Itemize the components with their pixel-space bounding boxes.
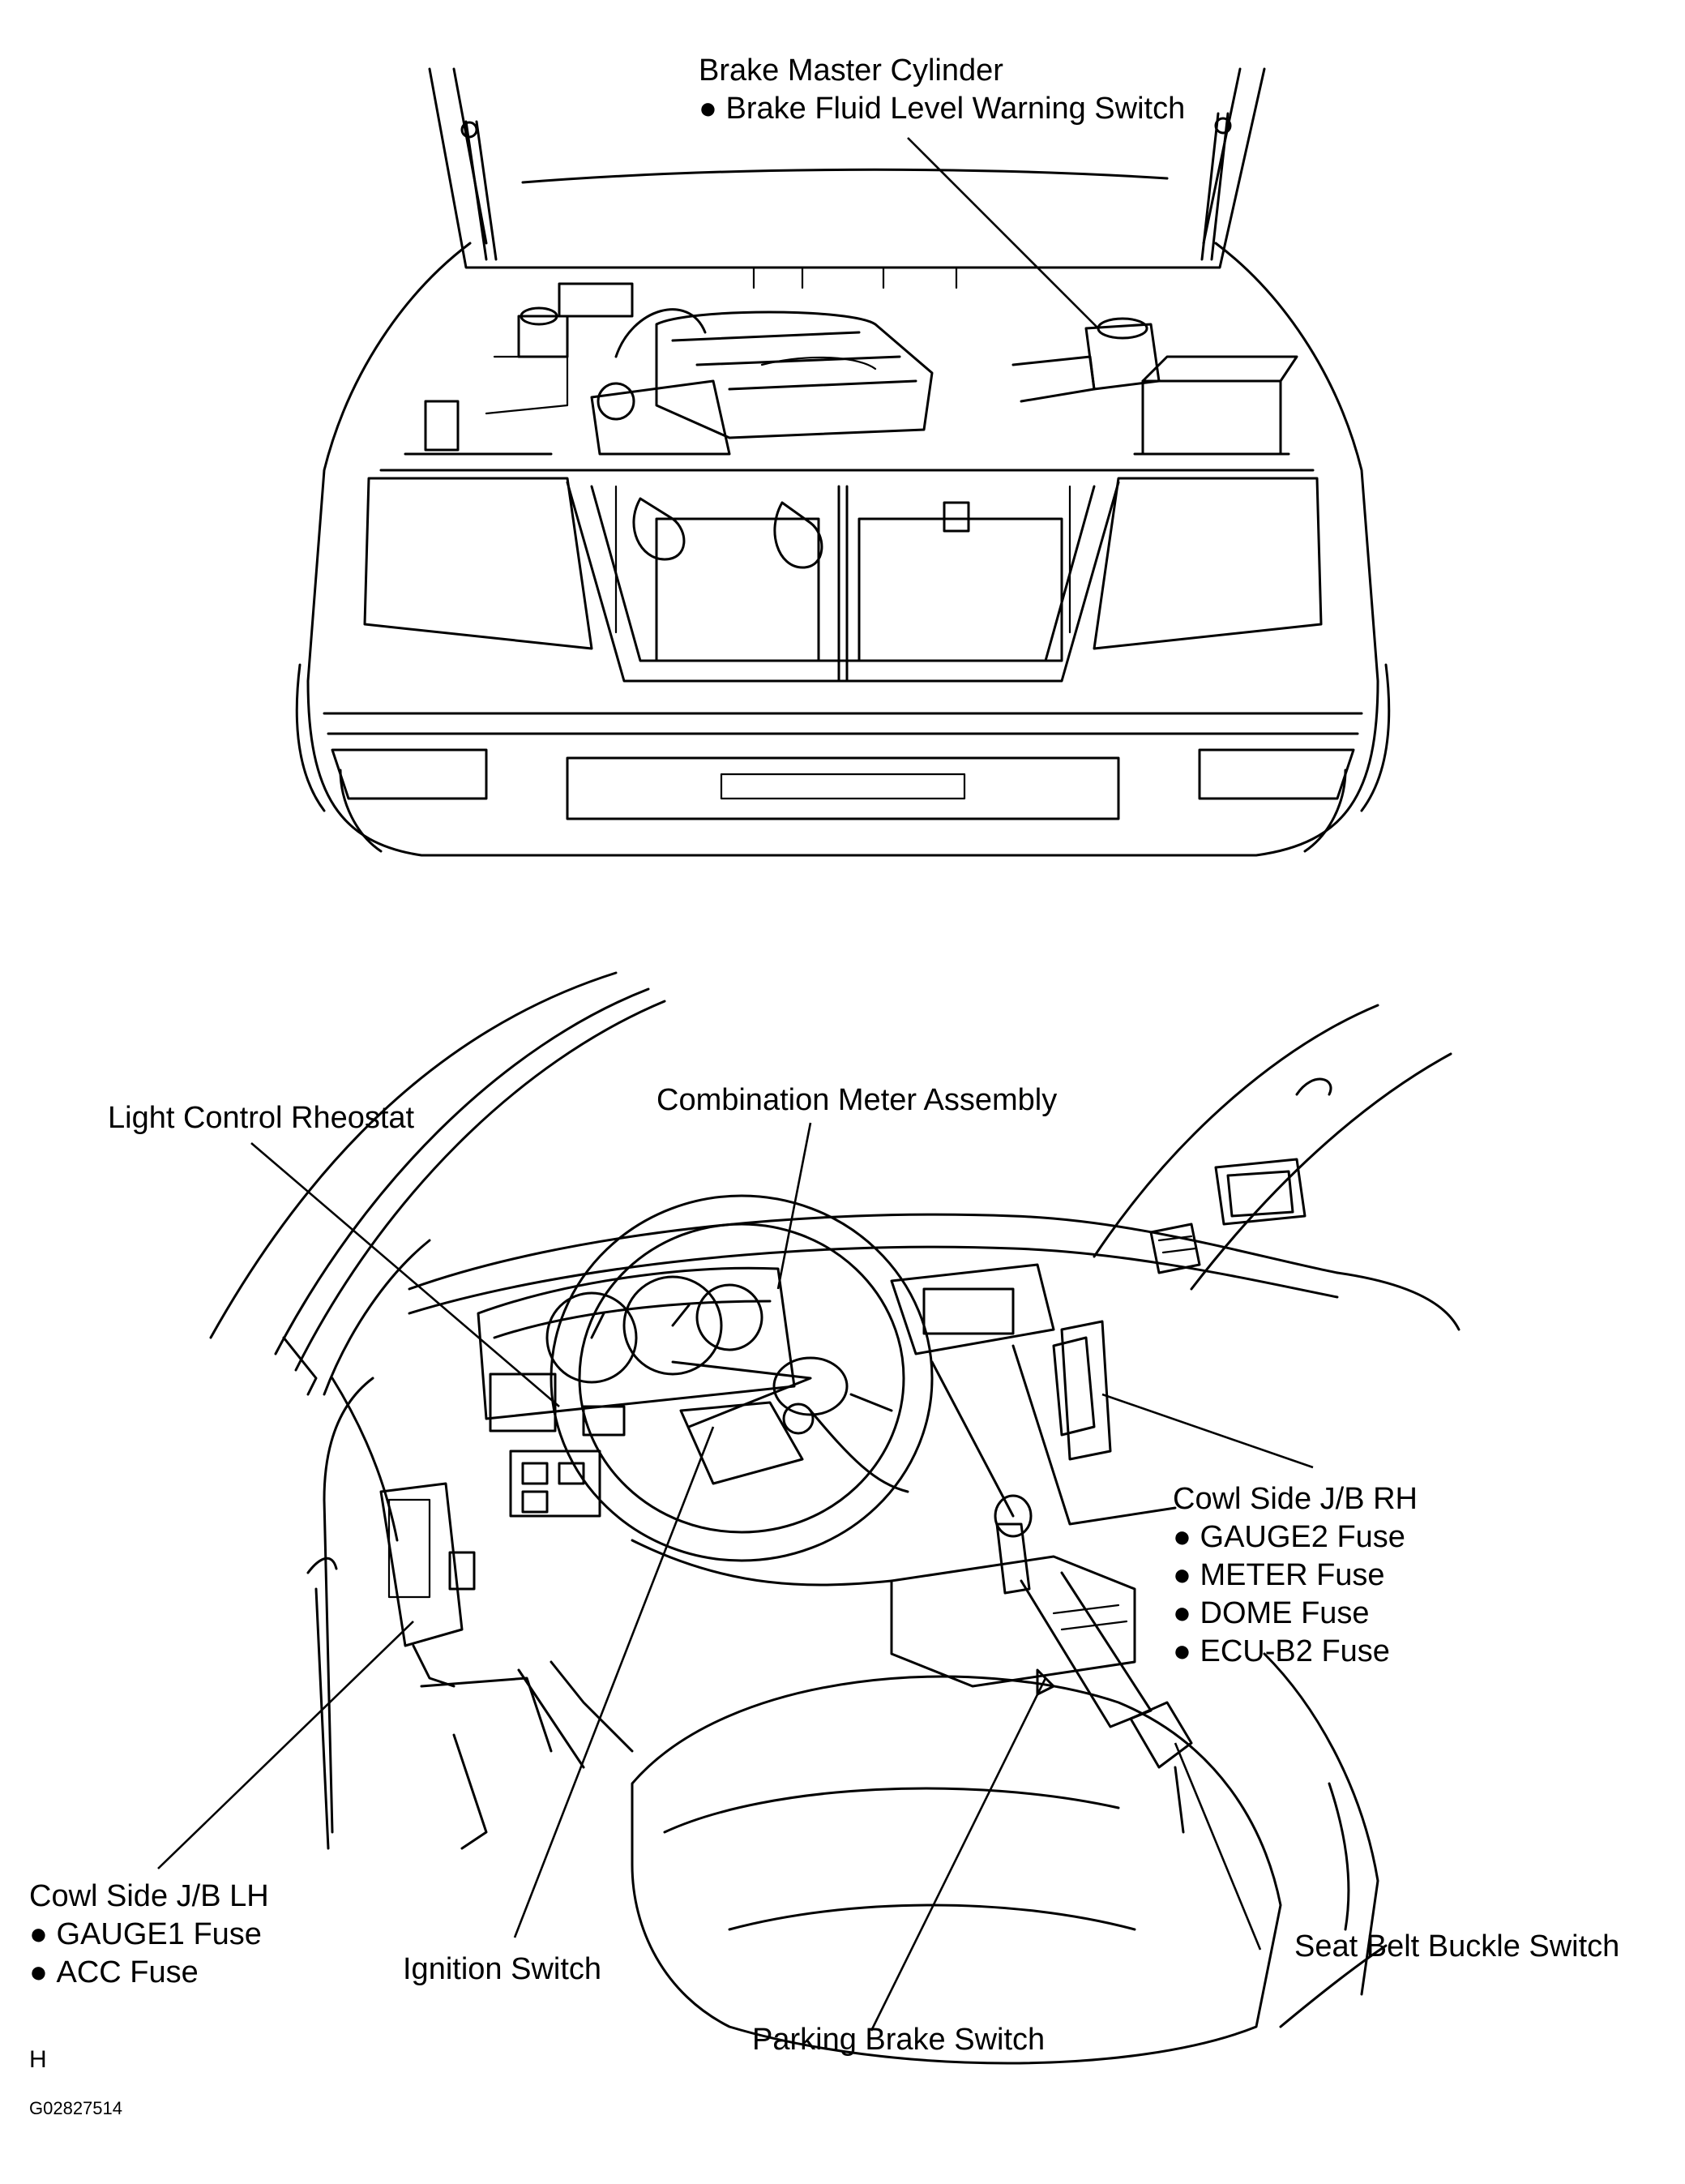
label-brake-master-cylinder: Brake Master Cylinder Brake Fluid Level …	[699, 52, 1185, 128]
label-dome-fuse: DOME Fuse	[1173, 1595, 1418, 1633]
leader-seat-belt	[1174, 1742, 1262, 1951]
label-brake-master-title: Brake Master Cylinder	[699, 54, 1003, 88]
label-cowl-lh-title: Cowl Side J/B LH	[29, 1879, 269, 1913]
label-brake-fluid-switch: Brake Fluid Level Warning Switch	[699, 90, 1186, 128]
label-parking-brake-switch: Parking Brake Switch	[752, 2023, 1046, 2057]
label-cowl-side-jb-lh: Cowl Side J/B LH GAUGE1 Fuse ACC Fuse	[29, 1878, 269, 1992]
leader-lines	[157, 137, 1314, 2032]
footer-letter: H	[29, 2046, 47, 2073]
label-ignition-switch: Ignition Switch	[403, 1952, 602, 1986]
leader-combination-meter	[776, 1122, 812, 1290]
label-combination-meter-assembly: Combination Meter Assembly	[656, 1083, 1058, 1117]
leader-cowl-rh	[1101, 1393, 1314, 1469]
label-gauge2-fuse: GAUGE2 Fuse	[1173, 1518, 1418, 1557]
leader-light-control	[250, 1142, 560, 1407]
label-light-control-rheostat: Light Control Rheostat	[108, 1101, 415, 1135]
label-cowl-rh-title: Cowl Side J/B RH	[1173, 1482, 1418, 1516]
label-acc-fuse: ACC Fuse	[29, 1954, 269, 1992]
label-seat-belt-buckle-switch: Seat Belt Buckle Switch	[1294, 1929, 1620, 1963]
leader-cowl-lh	[157, 1621, 414, 1869]
label-gauge1-fuse: GAUGE1 Fuse	[29, 1916, 269, 1954]
engine-compartment-drawing	[295, 67, 1391, 857]
label-meter-fuse: METER Fuse	[1173, 1557, 1418, 1595]
label-cowl-side-jb-rh: Cowl Side J/B RH GAUGE2 Fuse METER Fuse …	[1173, 1480, 1418, 1671]
footer-figure-code: G02827514	[29, 2098, 122, 2118]
label-ecu-b2-fuse: ECU-B2 Fuse	[1173, 1633, 1418, 1671]
leader-parking-brake	[870, 1677, 1047, 2032]
leader-brake-master	[907, 137, 1099, 329]
interior-drawing	[209, 971, 1460, 2065]
leader-ignition	[513, 1426, 715, 1938]
